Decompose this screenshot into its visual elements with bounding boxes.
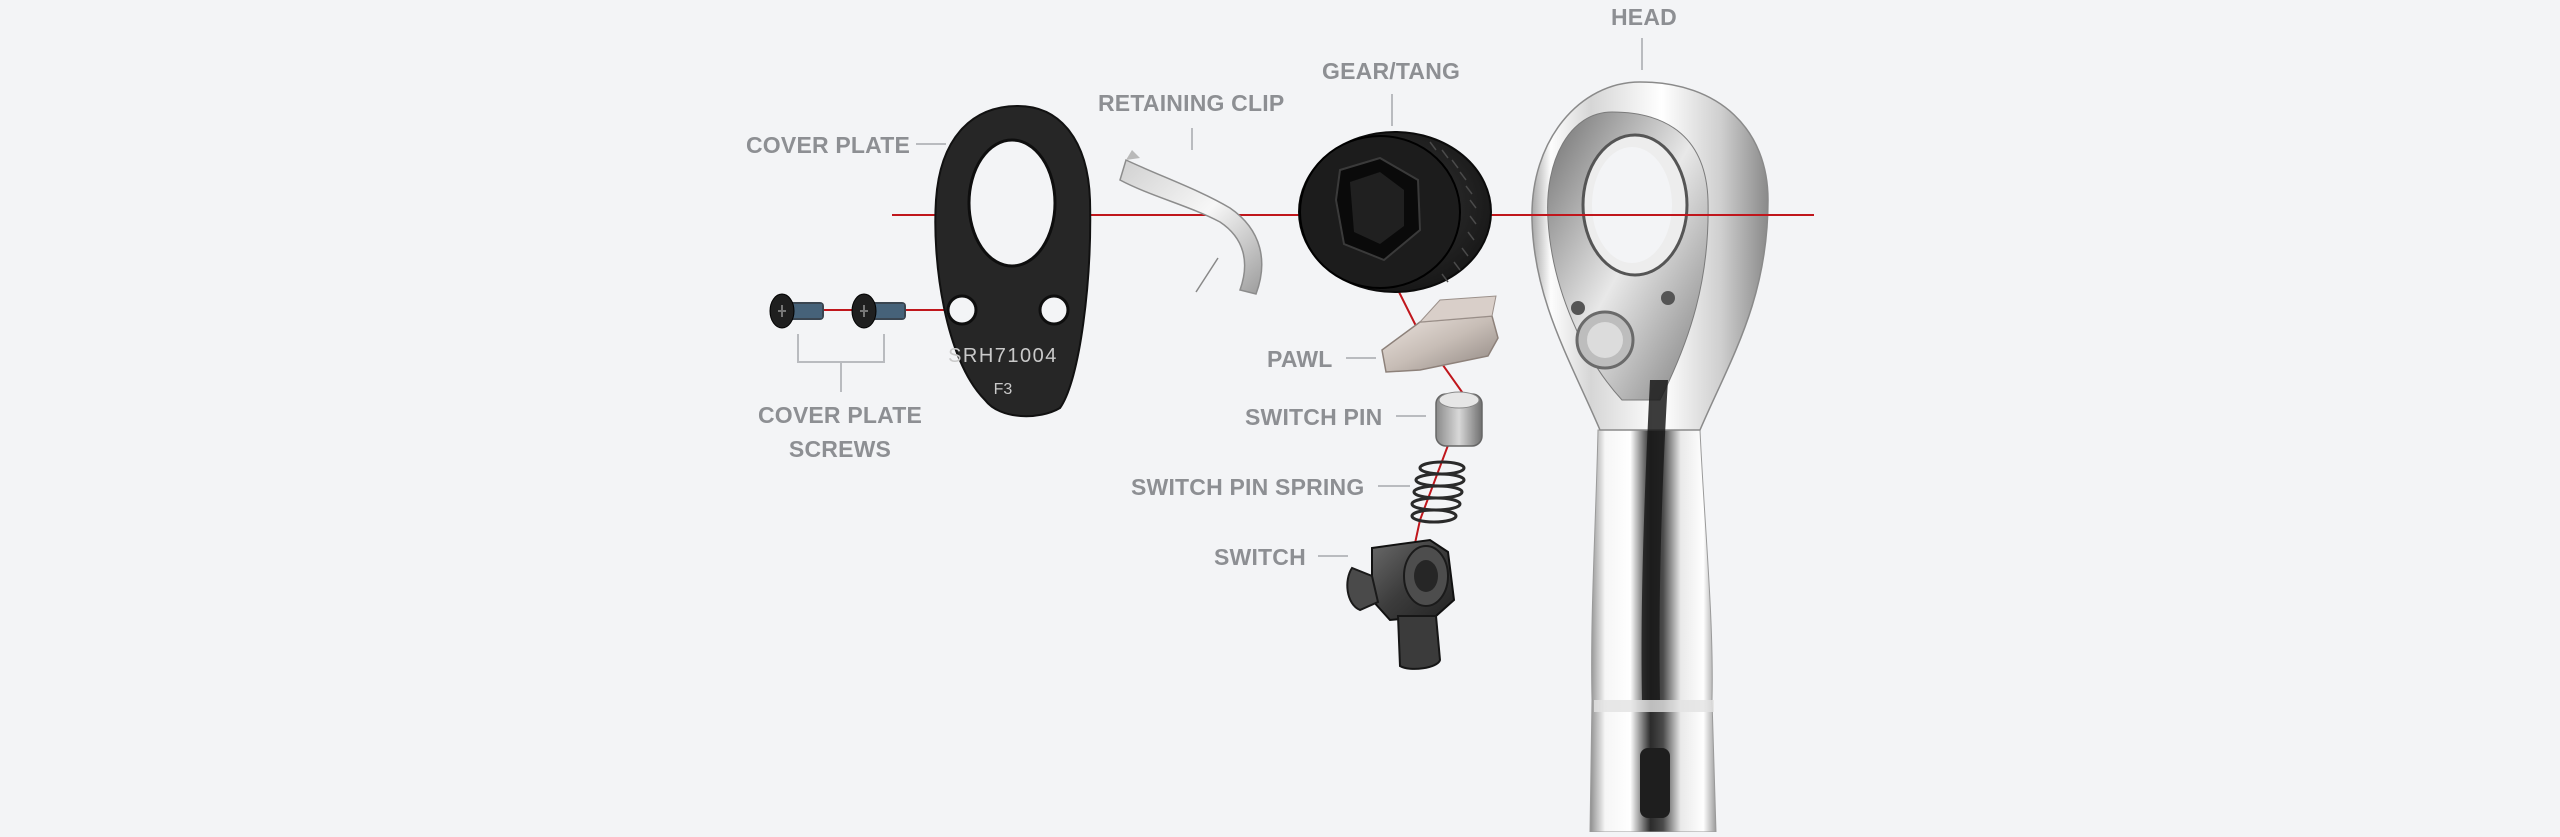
label-pawl: PAWL	[1267, 346, 1333, 372]
screw-1	[769, 293, 824, 329]
cover-plate-code: F3	[994, 381, 1013, 398]
label-switch-pin: SWITCH PIN	[1245, 404, 1383, 430]
switch-pin-part	[1435, 391, 1483, 447]
label-cover-plate-screws: COVER PLATE SCREWS	[740, 398, 940, 466]
label-cover-plate-screws-line1: COVER PLATE	[757, 402, 923, 428]
cover-plate-screws-part	[769, 293, 906, 329]
label-gear-tang: GEAR/TANG	[1322, 58, 1461, 84]
wrench-head-part	[1531, 81, 1769, 833]
label-switch-pin-spring: SWITCH PIN SPRING	[1131, 474, 1365, 500]
label-head: HEAD	[1611, 4, 1677, 30]
switch-part	[1346, 538, 1456, 670]
cover-plate-part: SRH71004 F3	[934, 104, 1092, 418]
leader-lines	[797, 38, 1643, 557]
switch-pin-spring-part	[1410, 460, 1466, 524]
cover-plate-part-number: SRH71004	[948, 345, 1058, 367]
retaining-clip-part	[1119, 150, 1263, 295]
screw-2	[851, 293, 906, 329]
pawl-part	[1381, 295, 1499, 373]
label-retaining-clip: RETAINING CLIP	[1098, 90, 1285, 116]
label-switch: SWITCH	[1214, 544, 1306, 570]
label-cover-plate: COVER PLATE	[746, 132, 911, 158]
label-cover-plate-screws-line2: SCREWS	[788, 436, 892, 462]
gear-tang-part	[1298, 131, 1492, 293]
